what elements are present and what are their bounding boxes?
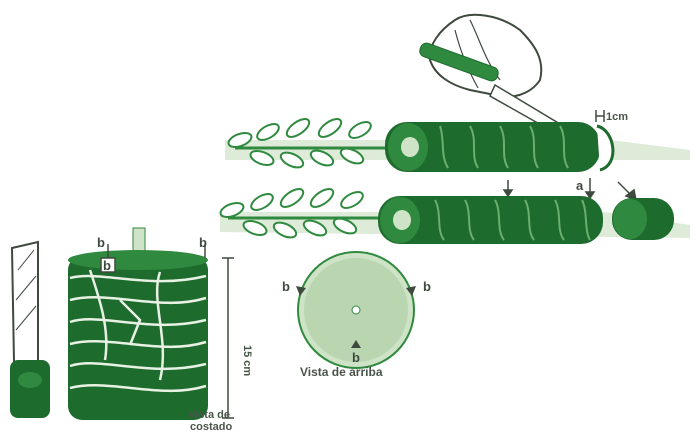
side-view-illustration — [68, 228, 234, 420]
side-b-top-label: b — [103, 258, 111, 273]
knife-illustration — [10, 242, 50, 418]
side-view-label-line1: Vista de — [188, 409, 230, 421]
height-15cm-label: 15 cm — [241, 345, 253, 376]
top-b-right-label: b — [423, 279, 431, 294]
top-b-left-label: b — [282, 279, 290, 294]
top-view-label: Vista de arriba — [300, 365, 383, 379]
cut-a-label: a — [576, 178, 584, 193]
measure-1cm-label: 1cm — [606, 111, 628, 123]
cutting-after-cut — [219, 186, 690, 244]
side-view-label-line2: costado — [190, 421, 232, 433]
top-b-bottom-label: b — [352, 350, 360, 365]
side-b-left-label: b — [97, 235, 105, 250]
side-b-right-label: b — [199, 235, 207, 250]
